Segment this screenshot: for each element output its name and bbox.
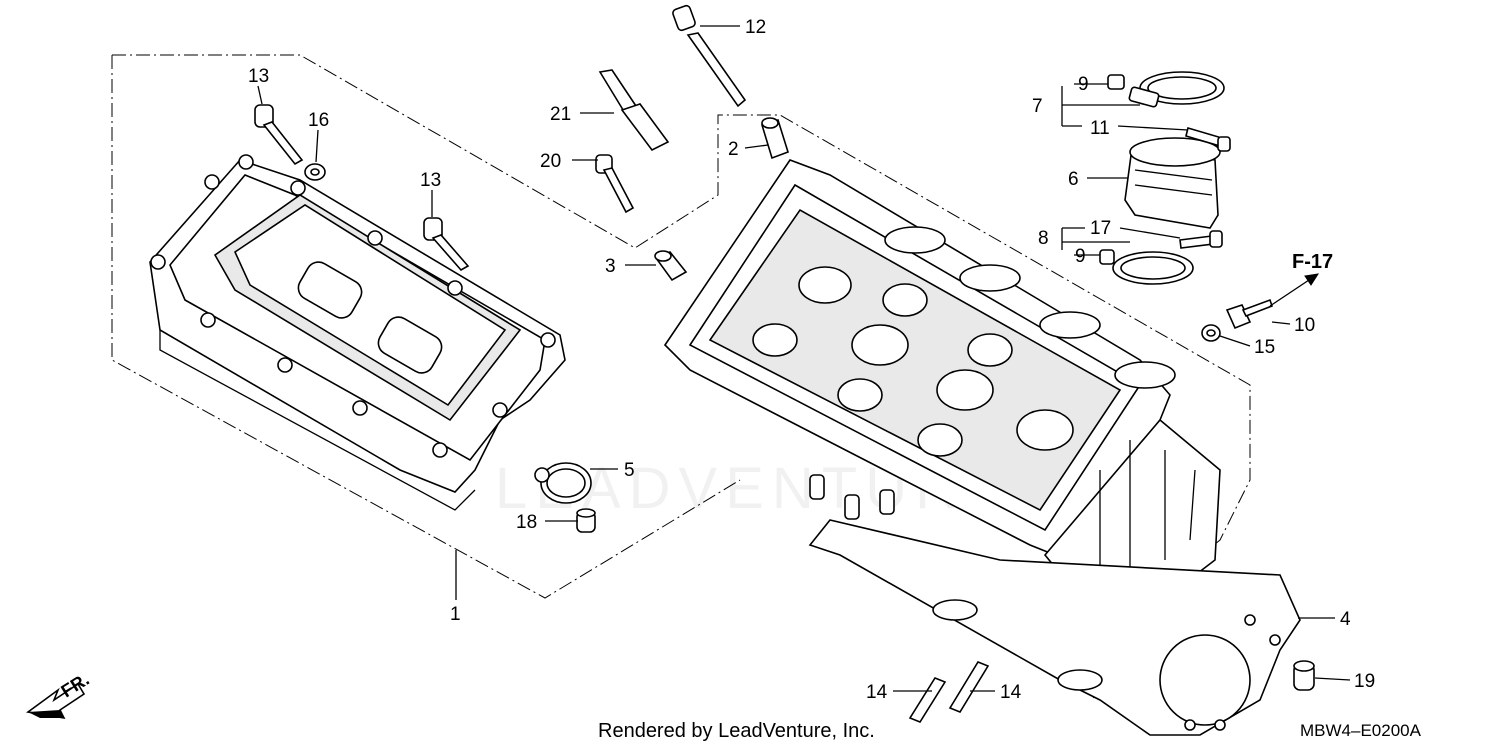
callout-14-left: 14 [866,682,888,703]
bolt-20[interactable] [595,154,635,214]
callout-12: 12 [745,17,766,38]
washer-16[interactable] [304,163,326,181]
insulator[interactable] [1124,137,1221,229]
bolt-10[interactable] [1225,298,1274,330]
reference-label: F-17 [1292,251,1333,273]
callout-8: 8 [1038,228,1049,249]
washer-15[interactable] [1201,324,1221,342]
callout-labels: 12 13 16 13 21 20 2 3 5 18 1 9 7 11 6 17… [248,17,1375,703]
callout-7: 7 [1032,96,1043,117]
footer-credit: Rendered by LeadVenture, Inc. [598,720,875,742]
callout-20: 20 [540,151,561,172]
assembly-outline-1-left [111,55,741,599]
stud-14-left[interactable] [908,677,947,723]
callout-4: 4 [1340,609,1351,630]
dowel-19[interactable] [1293,660,1315,691]
callout-16: 16 [308,110,329,131]
stud-14-right[interactable] [948,661,990,713]
callout-9-upper: 9 [1078,74,1089,95]
callout-5: 5 [624,460,635,481]
callout-13-lower: 13 [420,170,441,191]
head-gasket[interactable] [808,519,1301,736]
dowel-3[interactable] [654,250,688,282]
callout-6: 6 [1068,169,1079,190]
bolt-13-upper[interactable] [254,104,304,166]
cylinder-head[interactable] [663,159,1221,642]
cylinder-head-cover[interactable] [149,154,566,511]
callout-10: 10 [1294,315,1315,336]
spark-plug-21[interactable] [598,69,670,152]
bolt-11[interactable] [1185,126,1231,152]
callout-14-right: 14 [1000,682,1022,703]
bolt-13-lower[interactable] [423,217,470,272]
assembly-outline-1 [112,54,1251,701]
diagram-code: MBW4–E0200A [1300,721,1422,740]
insulator-band-upper[interactable] [1128,71,1225,108]
nut-9-lower[interactable] [1099,249,1115,265]
callout-17: 17 [1090,218,1111,239]
bolt-12[interactable] [672,4,747,108]
front-arrow-icon [25,682,86,720]
callout-9-lower: 9 [1075,246,1086,267]
callout-1: 1 [450,604,461,625]
callout-21: 21 [550,104,571,125]
callout-13-upper: 13 [248,66,269,87]
o-ring-5[interactable] [534,462,592,504]
dowel-2[interactable] [761,117,789,160]
callout-11: 11 [1090,118,1110,139]
bolt-17[interactable] [1179,230,1223,249]
callout-3: 3 [605,256,616,277]
callout-19: 19 [1354,671,1375,692]
dowel-18[interactable] [576,508,596,533]
callout-15: 15 [1254,337,1275,358]
callout-18: 18 [516,512,537,533]
callout-2: 2 [728,139,739,160]
nut-9-upper[interactable] [1107,74,1125,90]
insulator-band-lower[interactable] [1112,251,1194,285]
leader-lines [257,25,1351,692]
